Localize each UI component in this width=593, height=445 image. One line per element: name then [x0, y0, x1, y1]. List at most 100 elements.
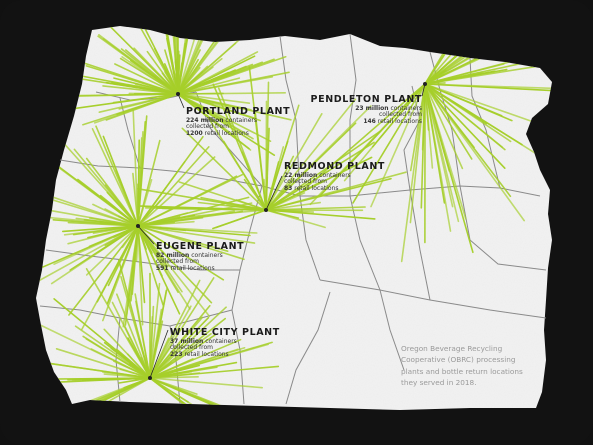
route-line [93, 93, 179, 124]
county-boundary [319, 279, 547, 319]
route-line [424, 83, 454, 208]
route-line [133, 47, 179, 95]
route-line [116, 293, 151, 379]
route-line [50, 362, 151, 379]
route-line [149, 332, 212, 379]
containers-suffix: containers [319, 171, 351, 179]
pendleton-plant-label: PENDLETON PLANT 23 million containers co… [310, 94, 422, 126]
plant-markers [136, 82, 427, 380]
plant-name: EUGENE PLANT [156, 241, 245, 252]
route-line [177, 93, 272, 142]
route-line [424, 83, 467, 220]
route-line [104, 208, 139, 227]
portland-plant-label: PORTLAND PLANT 224 million containers co… [186, 106, 290, 138]
route-line [177, 93, 240, 110]
route-line [75, 217, 139, 227]
retail-suffix: retail locations [204, 130, 249, 138]
containers-count: 224 million [186, 116, 224, 124]
route-line [97, 225, 139, 253]
plant-name: WHITE CITY PLANT [170, 327, 280, 338]
containers-suffix: containers [191, 251, 223, 259]
route-line [248, 66, 267, 211]
route-line [265, 122, 357, 211]
route-line [149, 305, 155, 379]
route-line [149, 377, 217, 406]
route-line [223, 140, 267, 211]
route-line [81, 225, 139, 331]
route-line [137, 225, 225, 281]
route-line [265, 178, 295, 211]
collected-from: collected from [170, 344, 214, 352]
county-boundary [459, 185, 547, 271]
route-line [68, 225, 139, 316]
route-line [424, 83, 506, 169]
route-line [424, 83, 513, 122]
containers-suffix: containers [225, 116, 257, 124]
route-line [177, 93, 254, 140]
redmond-plant-label: REDMOND PLANT 22 million containers coll… [284, 161, 385, 193]
caption-line-2: Cooperative (OBRC) processing [401, 355, 516, 365]
retail-count: 83 [284, 185, 293, 193]
route-line [424, 83, 434, 169]
route-line [132, 110, 139, 227]
route-line [265, 113, 323, 211]
route-line [265, 129, 382, 211]
route-line [36, 225, 139, 284]
route-line [181, 127, 267, 211]
retail-suffix: retail locations [294, 185, 339, 193]
route-line [115, 348, 151, 379]
route-line [177, 55, 287, 95]
route-line [149, 316, 210, 379]
route-line [177, 93, 251, 104]
route-line [400, 83, 426, 263]
containers-count: 23 million [355, 104, 389, 112]
route-line [424, 83, 512, 143]
route-line [309, 83, 426, 206]
route-line [424, 71, 483, 85]
route-line [137, 146, 210, 227]
route-line [177, 55, 256, 95]
containers-count: 82 million [156, 251, 190, 259]
county-boundary [285, 291, 331, 405]
collected-from: collected from [378, 111, 422, 119]
route-line [149, 282, 161, 379]
route-line [137, 225, 144, 326]
route-line [265, 209, 376, 220]
route-line [265, 209, 300, 219]
route-line [424, 83, 506, 151]
route-line [164, 49, 179, 95]
containers-count: 22 million [284, 171, 318, 179]
containers-count: 37 million [170, 337, 204, 345]
route-line [265, 177, 392, 211]
route-line [85, 338, 151, 379]
label-leader-line [137, 225, 155, 245]
route-line [137, 156, 216, 227]
label-leader-line [421, 83, 426, 97]
route-line [265, 192, 306, 211]
route-line [178, 181, 267, 211]
route-line [177, 76, 274, 95]
county-boundary [409, 189, 431, 301]
route-line [265, 98, 357, 211]
label-leader-line [149, 329, 169, 379]
retail-suffix: retail locations [377, 118, 422, 126]
route-line [265, 161, 280, 211]
route-line [53, 225, 139, 266]
route-line [149, 320, 164, 379]
route-line [63, 225, 139, 236]
route-line [114, 63, 179, 95]
route-line [137, 179, 153, 227]
route-line [265, 81, 270, 211]
route-line [137, 115, 148, 227]
route-line [149, 305, 192, 379]
route-line [106, 225, 139, 305]
route-line [370, 83, 426, 208]
route-line [177, 92, 224, 95]
route-line [424, 83, 464, 170]
plant-name: PENDLETON PLANT [310, 94, 422, 105]
route-line [137, 136, 204, 227]
route-line [149, 279, 201, 379]
route-line [111, 81, 179, 95]
route-line [149, 338, 242, 379]
route-line [424, 83, 473, 160]
